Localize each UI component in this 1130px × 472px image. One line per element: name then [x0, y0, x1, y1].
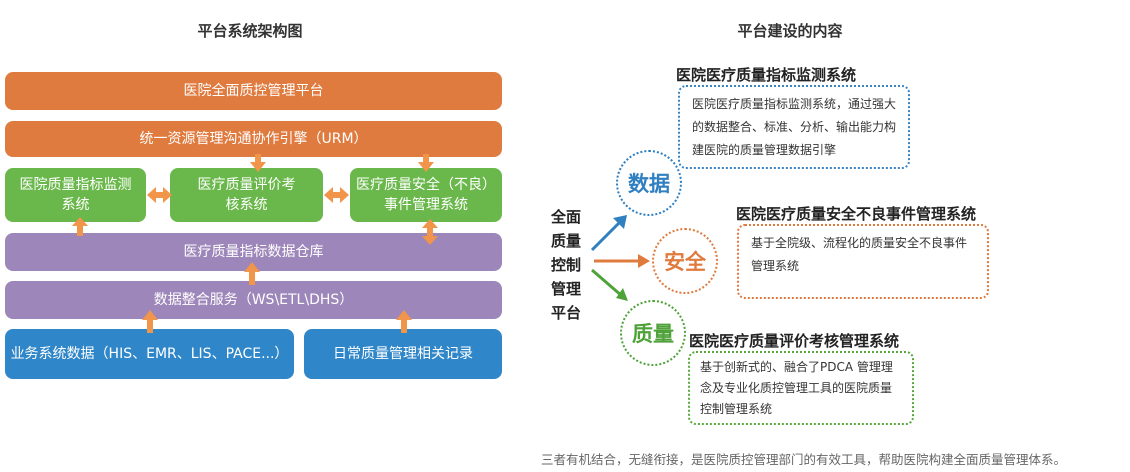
- item-heading-safety: 医院医疗质量安全不良事件管理系统: [736, 205, 977, 223]
- item-heading-quality: 医院医疗质量评价考核管理系统: [689, 332, 900, 350]
- architecture-arrows: [72, 154, 438, 333]
- daily-records-box: 日常质量管理相关记录: [304, 329, 502, 379]
- arrow-bidirectional-icon: [422, 219, 438, 245]
- monitor-system-label: 医院质量指标监测系统: [19, 177, 132, 213]
- arrow-up-icon: [72, 217, 88, 236]
- safety-system-label: 医疗质量安全（不良）事件管理系统: [356, 177, 496, 213]
- arrow-down-icon: [418, 154, 434, 172]
- arrow-down-icon: [250, 154, 266, 172]
- platform-bar: 医院全面质控管理平台: [5, 72, 502, 110]
- center-label: 全面质量控制管理平台: [550, 208, 581, 322]
- arrow-up-icon: [244, 262, 260, 285]
- item-description-safety: 基于全院级、流程化的质量安全不良事件管理系统: [737, 224, 989, 299]
- integration-bar: 数据整合服务（WS\ETL\DHS）: [5, 281, 502, 319]
- arrow-up-icon: [396, 310, 412, 333]
- badge-quality: 质量: [620, 300, 686, 366]
- badge-safety: 安全: [652, 228, 718, 294]
- safety-system-box: 医疗质量安全（不良）事件管理系统: [350, 168, 502, 222]
- content-title: 平台建设的内容: [737, 22, 843, 40]
- urm-bar: 统一资源管理沟通协作引擎（URM）: [5, 121, 502, 157]
- warehouse-bar: 医疗质量指标数据仓库: [5, 233, 502, 271]
- summary-caption: 三者有机结合，无缝衔接，是医院质控管理部门的有效工具，帮助医院构建全面质量管理体…: [541, 452, 1067, 467]
- item-heading-data: 医院医疗质量指标监测系统: [676, 66, 857, 84]
- item-description-data: 医院医疗质量指标监测系统，通过强大的数据整合、标准、分析、输出能力构建医院的质量…: [678, 85, 910, 169]
- arrow-up-right-icon: [590, 215, 627, 252]
- arrow-up-icon: [142, 310, 158, 333]
- badge-data: 数据: [616, 150, 682, 216]
- arrow-down-right-icon: [591, 268, 628, 301]
- branch-arrows: [590, 215, 650, 301]
- arrow-right-icon: [594, 254, 650, 268]
- arrow-bidirectional-icon: [147, 187, 172, 203]
- business-data-box: 业务系统数据（HIS、EMR、LIS、PACE...）: [5, 329, 294, 379]
- monitor-system-box: 医院质量指标监测系统: [5, 168, 146, 222]
- item-description-quality: 基于创新式的、融合了PDCA 管理理念及专业化质控管理工具的医院质量控制管理系统: [688, 351, 914, 425]
- assessment-system-box: 医疗质量评价考核系统: [170, 168, 323, 222]
- architecture-title: 平台系统架构图: [197, 22, 303, 40]
- assessment-system-label: 医疗质量评价考核系统: [197, 177, 296, 213]
- arrow-bidirectional-icon: [324, 187, 349, 203]
